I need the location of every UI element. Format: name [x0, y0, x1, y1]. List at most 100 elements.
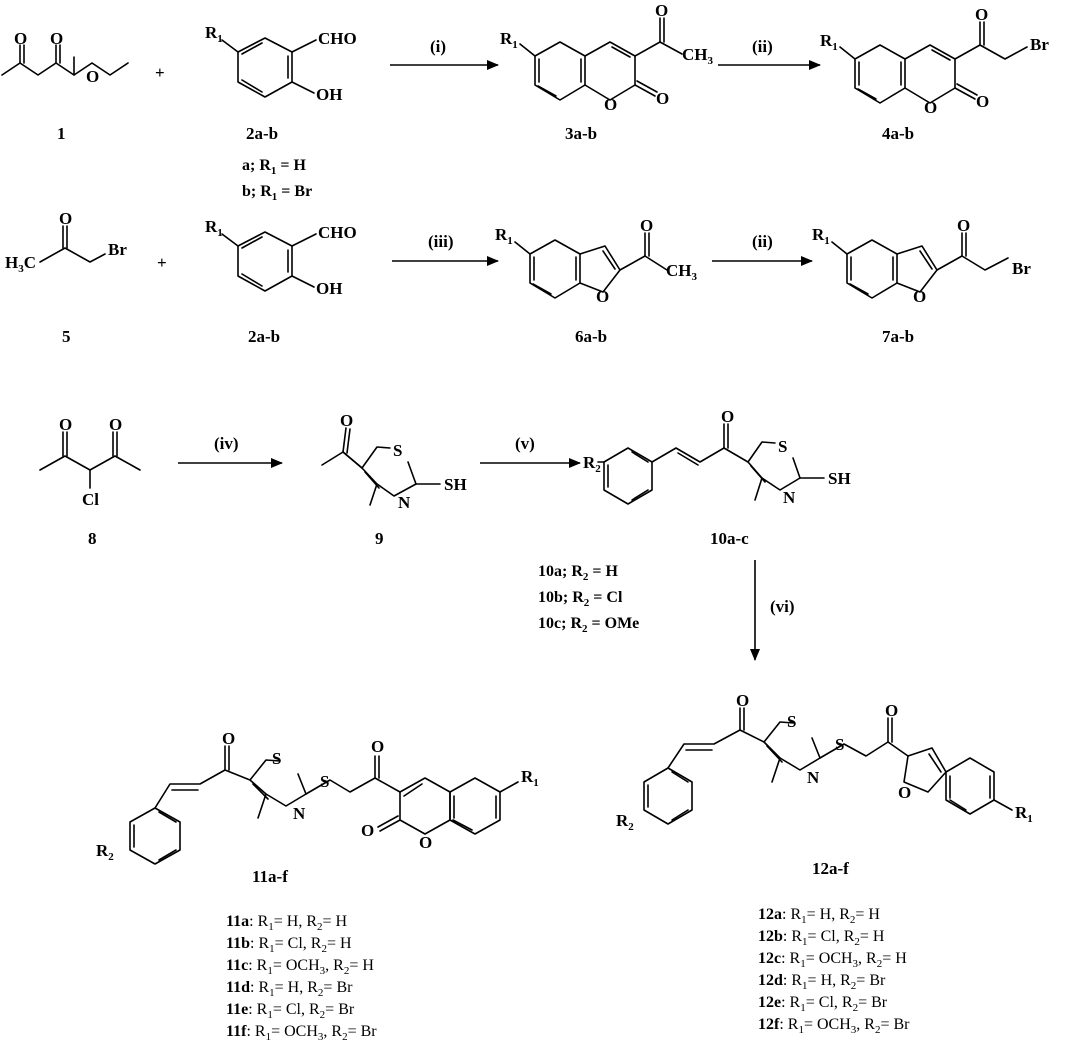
- atom-o-7a: O: [957, 216, 970, 235]
- atom-o-4b: O: [924, 98, 937, 117]
- atom-r1-4: R1: [820, 31, 838, 53]
- label-compound-3a-b: 3a-b: [565, 124, 597, 143]
- atom-br-5: Br: [108, 240, 127, 259]
- condition-a: a; R1 = H: [242, 157, 306, 178]
- atom-r1-2: R1: [205, 23, 223, 45]
- atom-o-6b: O: [596, 287, 609, 306]
- label-compound-9: 9: [375, 529, 384, 548]
- label-compound-5: 5: [62, 327, 71, 346]
- atom-s-12b: S: [835, 735, 844, 754]
- substituent-11c: 11c: R1= OCH3, R2= H: [226, 957, 374, 978]
- label-compound-12a-f: 12a-f: [812, 859, 849, 878]
- atom-cho-2: CHO: [318, 29, 357, 48]
- atom-o-3b: O: [604, 95, 617, 114]
- reagent-iv: (iv): [214, 434, 239, 453]
- atom-o-11a: O: [222, 729, 235, 748]
- label-compound-2a-b: 2a-b: [246, 124, 278, 143]
- atom-n-12: N: [807, 768, 820, 787]
- label-compound-7a-b: 7a-b: [882, 327, 914, 346]
- atom-n-10: N: [783, 488, 796, 507]
- atom-br-4: Br: [1030, 35, 1049, 54]
- atom-o-11b: O: [371, 737, 384, 756]
- atom-o-1b: O: [50, 29, 63, 48]
- atom-o-5: O: [59, 209, 72, 228]
- structure-2a-b: [221, 37, 317, 98]
- atom-o-4c: O: [976, 92, 989, 111]
- atom-o-8b: O: [109, 415, 122, 434]
- reagent-iii: (iii): [428, 232, 454, 251]
- atom-n-11: N: [293, 804, 306, 823]
- atom-o-6a: O: [640, 216, 653, 235]
- label-compound-1: 1: [57, 124, 66, 143]
- atom-r1-11: R1: [521, 767, 539, 789]
- plus-sign-2: +: [157, 253, 167, 272]
- atom-o-12c: O: [898, 783, 911, 802]
- label-compound-6a-b: 6a-b: [575, 327, 607, 346]
- atom-r2-12: R2: [616, 811, 634, 833]
- atom-r1-12: R1: [1015, 803, 1033, 825]
- label-compound-10a-c: 10a-c: [710, 529, 749, 548]
- label-compound-4a-b: 4a-b: [882, 124, 914, 143]
- label-compound-2a-b-second: 2a-b: [248, 327, 280, 346]
- atom-h3c-5: H3C: [5, 253, 36, 275]
- structure-5: [39, 225, 106, 263]
- structure-6a-b: [514, 232, 668, 299]
- reagent-i: (i): [430, 37, 446, 56]
- atom-n-9: N: [398, 493, 411, 512]
- condition-b: b; R1 = Br: [242, 183, 313, 204]
- atom-r1-7: R1: [812, 225, 830, 247]
- condition-10a: 10a; R2 = H: [538, 563, 618, 584]
- condition-10c: 10c; R2 = OMe: [538, 615, 640, 636]
- structure-11a-f: [129, 745, 519, 865]
- atom-o-3a: O: [655, 1, 668, 20]
- atom-r2-10: R2: [583, 453, 601, 475]
- substituent-11f: 11f: R1= OCH3, R2= Br: [226, 1023, 377, 1044]
- atom-o-12b: O: [885, 701, 898, 720]
- atom-o-4a: O: [975, 5, 988, 24]
- structure-7a-b: [831, 232, 1009, 299]
- reagent-ii: (ii): [752, 37, 773, 56]
- atom-o-1a: O: [14, 29, 27, 48]
- reagent-ii-second: (ii): [752, 232, 773, 251]
- atom-o-11c: O: [361, 821, 374, 840]
- structure-3a-b: [519, 17, 683, 101]
- label-compound-8: 8: [88, 529, 97, 548]
- structure-10a-c: [597, 423, 825, 505]
- atom-s-9: S: [393, 441, 402, 460]
- atom-ch3-3: CH3: [682, 45, 714, 67]
- atom-o-8a: O: [59, 415, 72, 434]
- structure-2a-b-second: [221, 231, 317, 292]
- substituent-11d: 11d: R1= H, R2= Br: [226, 979, 353, 1000]
- reagent-v: (v): [515, 434, 535, 453]
- atom-s-10: S: [778, 437, 787, 456]
- substituent-12d: 12d: R1= H, R2= Br: [758, 972, 886, 993]
- atom-ch3-6: CH3: [666, 261, 698, 283]
- substituent-11e: 11e: R1= Cl, R2= Br: [226, 1001, 355, 1022]
- atom-oh-2: OH: [316, 85, 342, 104]
- atom-o-3c: O: [656, 89, 669, 108]
- atom-oh-2b: OH: [316, 279, 342, 298]
- structure-1: [1, 44, 129, 76]
- atom-s-11a: S: [272, 749, 281, 768]
- atom-o-1c: O: [86, 67, 99, 86]
- atom-o-7b: O: [913, 287, 926, 306]
- substituent-11a: 11a: R1= H, R2= H: [226, 913, 348, 934]
- structure-8: [39, 431, 141, 489]
- atom-o-9: O: [340, 411, 353, 430]
- structure-4a-b: [839, 21, 1028, 104]
- atom-o-10: O: [721, 407, 734, 426]
- atom-sh-9: SH: [444, 475, 467, 494]
- substituent-12e: 12e: R1= Cl, R2= Br: [758, 994, 888, 1015]
- atom-cl-8: Cl: [82, 490, 99, 509]
- atom-sh-10: SH: [828, 469, 851, 488]
- atom-s-12a: S: [787, 712, 796, 731]
- condition-10b: 10b; R2 = Cl: [538, 589, 623, 610]
- structure-9: [321, 427, 441, 506]
- atom-o-11d: O: [419, 833, 432, 852]
- atom-r1-2b: R1: [205, 217, 223, 239]
- atom-br-7: Br: [1012, 259, 1031, 278]
- substituent-12f: 12f: R1= OCH3, R2= Br: [758, 1016, 910, 1037]
- atom-r2-11: R2: [96, 841, 114, 863]
- reagent-vi: (vi): [770, 597, 795, 616]
